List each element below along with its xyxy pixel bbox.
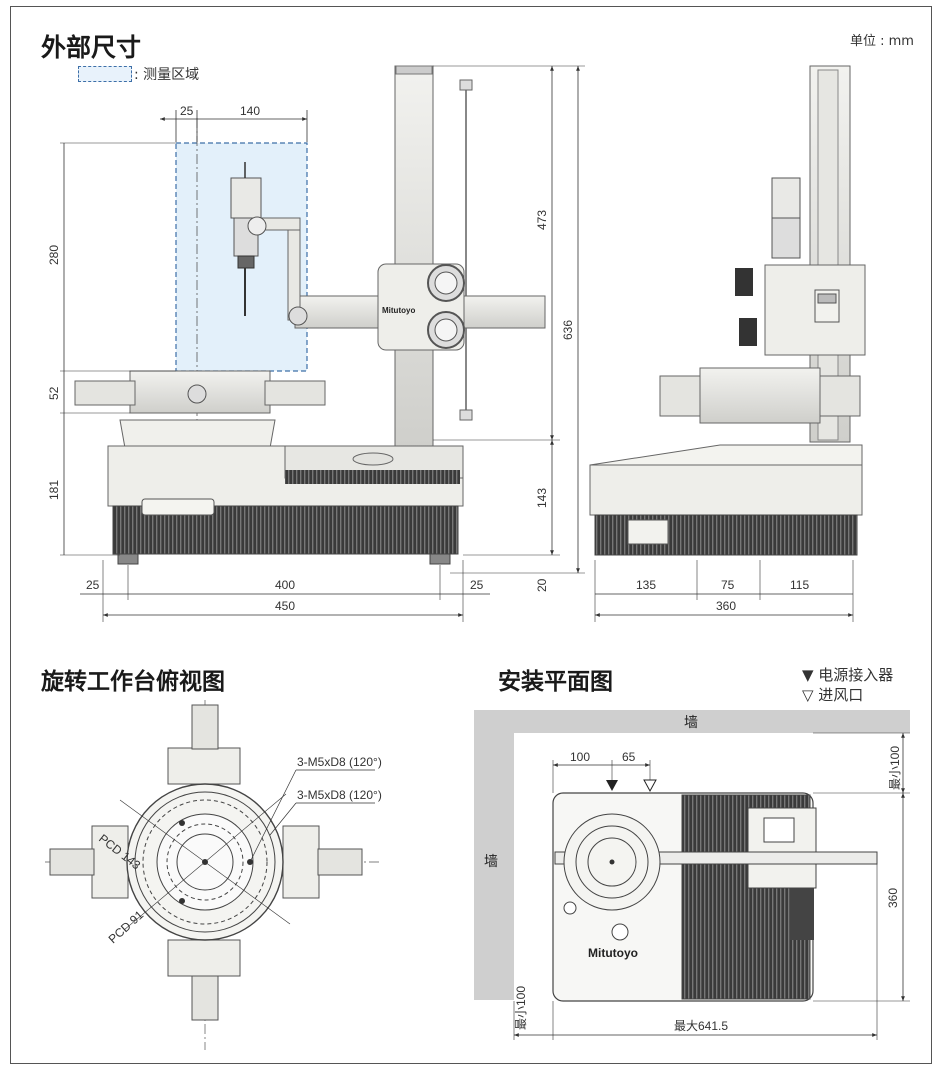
dim-top-140: 140 bbox=[240, 104, 260, 118]
unit-label: 单位 : mm bbox=[850, 34, 914, 49]
dim-636: 636 bbox=[561, 320, 575, 340]
wall-left-label: 墙 bbox=[484, 854, 498, 870]
air-inlet-marker bbox=[643, 779, 657, 793]
dim-400: 400 bbox=[275, 578, 295, 592]
power-inlet-marker bbox=[606, 780, 618, 791]
dim-135: 135 bbox=[636, 578, 656, 592]
wall-left bbox=[474, 710, 514, 1000]
probe-head bbox=[230, 177, 262, 219]
installation-plan: 墙 墙 Mitutoyo 100 65 最小100 360 最小1 bbox=[474, 710, 910, 1040]
drawing-frame bbox=[10, 6, 932, 1064]
legend-air-inlet: ▽ 进风口 bbox=[802, 686, 864, 704]
dim-181: 181 bbox=[47, 480, 61, 500]
pcd-91-label: PCD 91 bbox=[106, 907, 147, 946]
dim-52: 52 bbox=[47, 386, 61, 400]
rotary-table-top-view: 3-M5xD8 (120°) 3-M5xD8 (120°) PCD 143 PC… bbox=[45, 700, 382, 1050]
installation-brand: Mitutoyo bbox=[588, 946, 638, 960]
dim-20: 20 bbox=[535, 578, 549, 592]
legend-label: : 测量区域 bbox=[134, 67, 200, 83]
dim-280: 280 bbox=[47, 245, 61, 265]
hole-label-a: 3-M5xD8 (120°) bbox=[297, 755, 382, 769]
measurement-area-legend-swatch bbox=[78, 66, 132, 82]
column bbox=[394, 65, 434, 447]
dim-360-depth: 360 bbox=[886, 888, 900, 908]
page-title: 外部尺寸 bbox=[41, 33, 142, 62]
dim-65: 65 bbox=[622, 750, 636, 764]
dim-max-width: 最大641.5 bbox=[674, 1019, 728, 1033]
dim-min-left: 最小100 bbox=[514, 986, 528, 1030]
legend-power-inlet: ▼ 电源接入器 bbox=[802, 666, 894, 684]
front-brand: Mitutoyo bbox=[382, 306, 415, 315]
wall-top bbox=[474, 710, 910, 733]
installation-title: 安装平面图 bbox=[498, 669, 613, 695]
dim-right-25: 25 bbox=[470, 578, 484, 592]
dim-75: 75 bbox=[721, 578, 735, 592]
hole-label-b: 3-M5xD8 (120°) bbox=[297, 788, 382, 802]
wall-top-label: 墙 bbox=[684, 715, 698, 731]
dim-450: 450 bbox=[275, 599, 295, 613]
dim-143: 143 bbox=[535, 488, 549, 508]
dim-473: 473 bbox=[535, 210, 549, 230]
dim-min-top: 最小100 bbox=[888, 746, 902, 790]
dim-left-25: 25 bbox=[86, 578, 100, 592]
dim-360: 360 bbox=[716, 599, 736, 613]
rotary-table-title: 旋转工作台俯视图 bbox=[41, 669, 225, 695]
dim-100: 100 bbox=[570, 750, 590, 764]
side-view: 135 75 115 360 bbox=[589, 65, 866, 622]
dim-top-25: 25 bbox=[180, 104, 194, 118]
front-view: Mitutoyo 25 140 280 52 bbox=[47, 65, 585, 622]
dim-115: 115 bbox=[790, 578, 809, 592]
side-base bbox=[589, 464, 863, 516]
